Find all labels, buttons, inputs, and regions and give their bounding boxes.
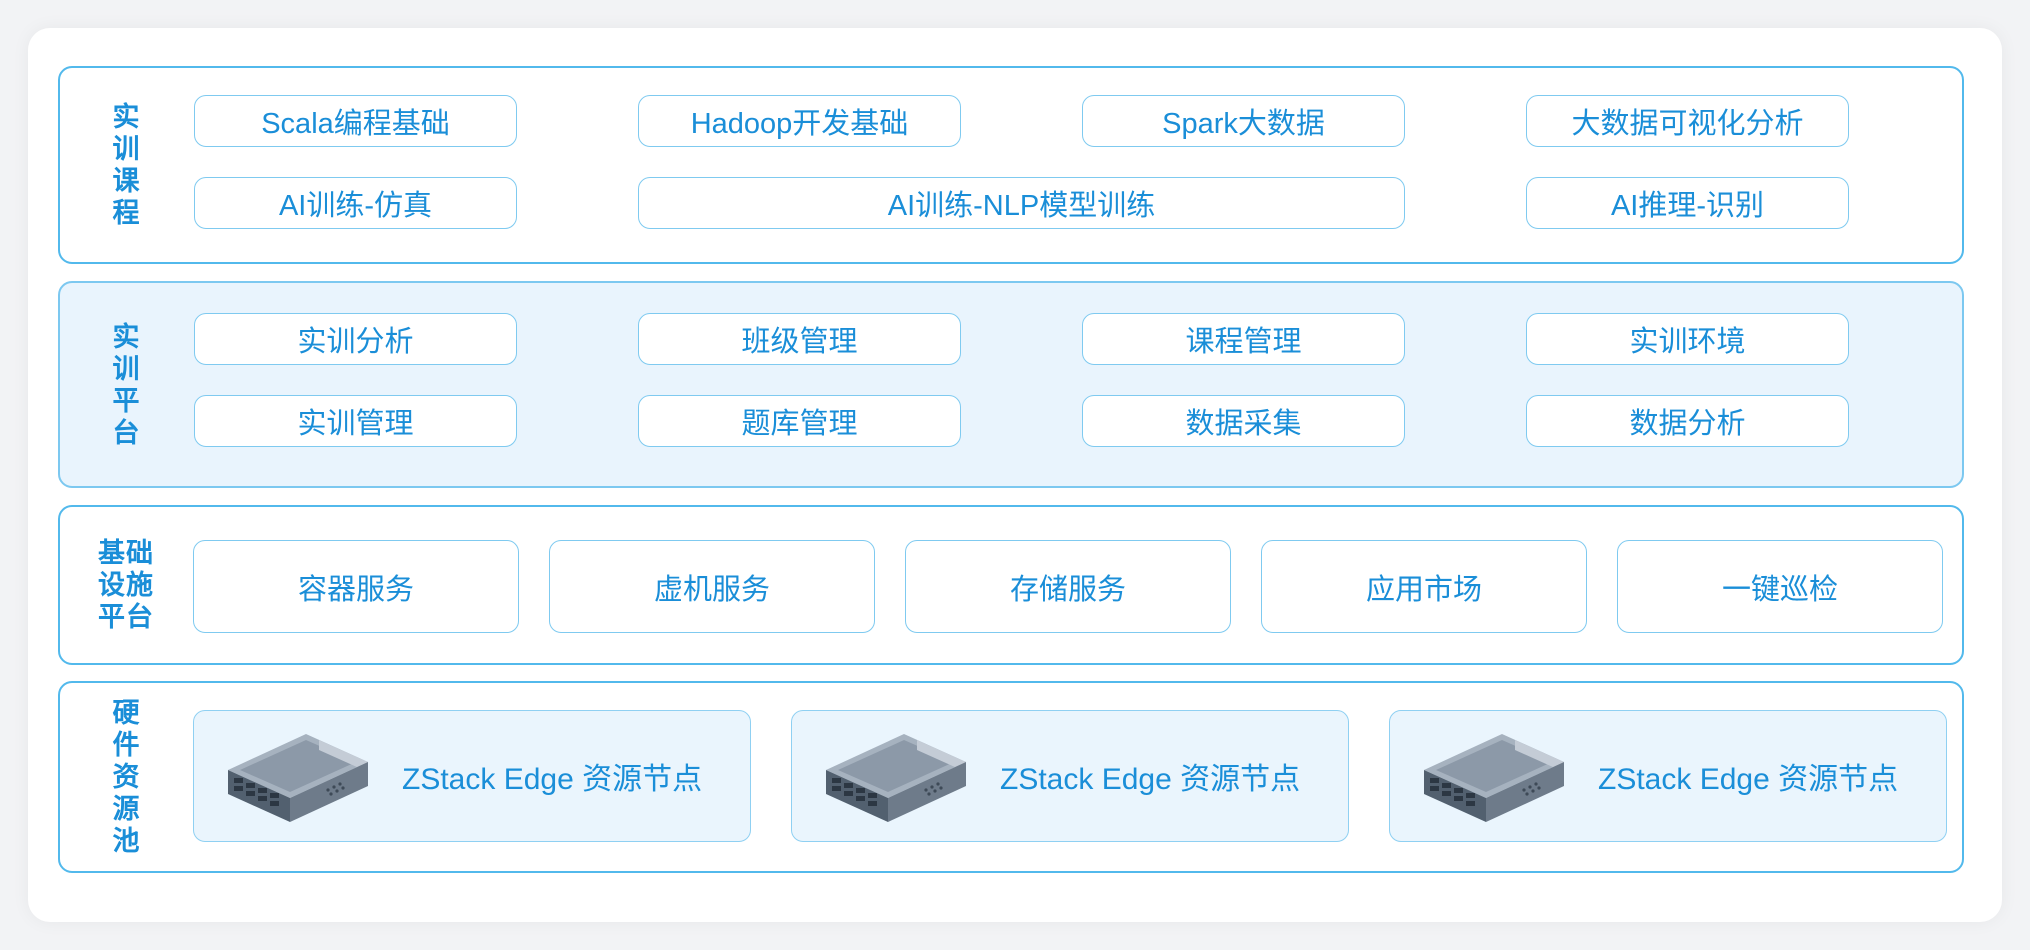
course-chip-visualization[interactable]: 大数据可视化分析 [1526,95,1849,147]
section-infrastructure-platform: 基础 设施 平台 容器服务 虚机服务 存储服务 应用市场 一键巡检 [58,505,1964,665]
platform-chip-course-management[interactable]: 课程管理 [1082,313,1405,365]
section-label-training-platform: 实 训 平 台 [112,321,140,448]
resource-node-2[interactable]: ZStack Edge 资源节点 [791,710,1349,842]
platform-chip-class-management[interactable]: 班级管理 [638,313,961,365]
platform-chip-data-analysis[interactable]: 数据分析 [1526,395,1849,447]
course-chip-ai-inference[interactable]: AI推理-识别 [1526,177,1849,229]
server-icon [1424,734,1564,822]
server-icon [228,734,368,822]
infra-chip-app-market[interactable]: 应用市场 [1261,540,1587,633]
resource-node-label: ZStack Edge 资源节点 [402,763,703,796]
course-chip-ai-simulation[interactable]: AI训练-仿真 [194,177,517,229]
platform-chip-training-analysis[interactable]: 实训分析 [194,313,517,365]
resource-node-3[interactable]: ZStack Edge 资源节点 [1389,710,1947,842]
platform-chip-training-management[interactable]: 实训管理 [194,395,517,447]
infra-chip-one-click-inspection[interactable]: 一键巡检 [1617,540,1943,633]
infra-chip-container-service[interactable]: 容器服务 [193,540,519,633]
resource-node-label: ZStack Edge 资源节点 [1598,763,1899,796]
course-chip-hadoop[interactable]: Hadoop开发基础 [638,95,961,147]
course-chip-scala[interactable]: Scala编程基础 [194,95,517,147]
section-hardware-pool: 硬 件 资 源 池 ZStack Edg [58,681,1964,873]
platform-chip-data-collection[interactable]: 数据采集 [1082,395,1405,447]
server-icon [826,734,966,822]
section-label-hardware-pool: 硬 件 资 源 池 [112,698,140,856]
infra-chip-storage-service[interactable]: 存储服务 [905,540,1231,633]
section-label-infrastructure: 基础 设施 平台 [98,538,154,632]
resource-node-label: ZStack Edge 资源节点 [1000,763,1301,796]
platform-chip-training-environment[interactable]: 实训环境 [1526,313,1849,365]
section-training-platform: 实 训 平 台 实训分析 班级管理 课程管理 实训环境 实训管理 题库管理 数据… [58,281,1964,488]
infra-chip-vm-service[interactable]: 虚机服务 [549,540,875,633]
platform-chip-question-bank[interactable]: 题库管理 [638,395,961,447]
course-chip-spark[interactable]: Spark大数据 [1082,95,1405,147]
course-chip-ai-nlp[interactable]: AI训练-NLP模型训练 [638,177,1405,229]
resource-node-1[interactable]: ZStack Edge 资源节点 [193,710,751,842]
architecture-diagram: 实 训 课 程 Scala编程基础 Hadoop开发基础 Spark大数据 大数… [28,28,2002,922]
section-label-training-courses: 实 训 课 程 [112,102,140,228]
section-training-courses: 实 训 课 程 Scala编程基础 Hadoop开发基础 Spark大数据 大数… [58,66,1964,264]
